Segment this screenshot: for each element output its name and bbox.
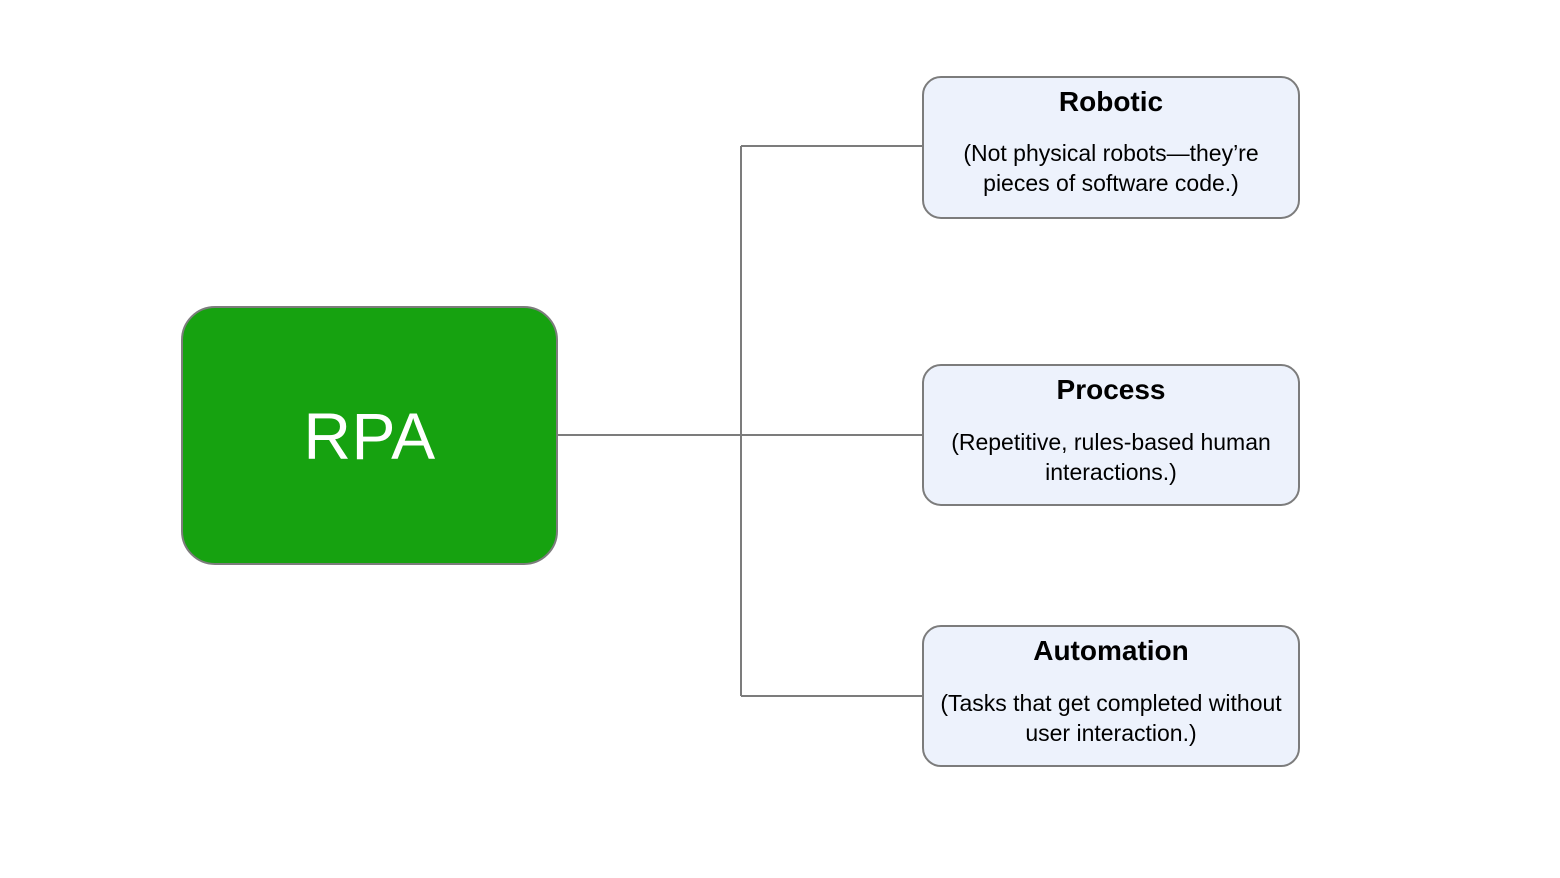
node-rpa-root[interactable]: RPA <box>181 306 558 565</box>
node-robotic[interactable]: Robotic (Not physical robots—they’re pie… <box>922 76 1300 219</box>
node-process[interactable]: Process (Repetitive, rules-based human i… <box>922 364 1300 506</box>
node-automation[interactable]: Automation (Tasks that get completed wit… <box>922 625 1300 767</box>
node-automation-title: Automation <box>1033 635 1189 666</box>
node-process-description: (Repetitive, rules-based human interacti… <box>951 428 1271 486</box>
node-rpa-root-label: RPA <box>303 398 436 473</box>
node-robotic-description: (Not physical robots—they’re pieces of s… <box>963 139 1259 197</box>
node-process-title: Process <box>1056 374 1166 405</box>
node-automation-description: (Tasks that get completed without user i… <box>940 689 1282 747</box>
node-robotic-title: Robotic <box>1058 86 1164 117</box>
